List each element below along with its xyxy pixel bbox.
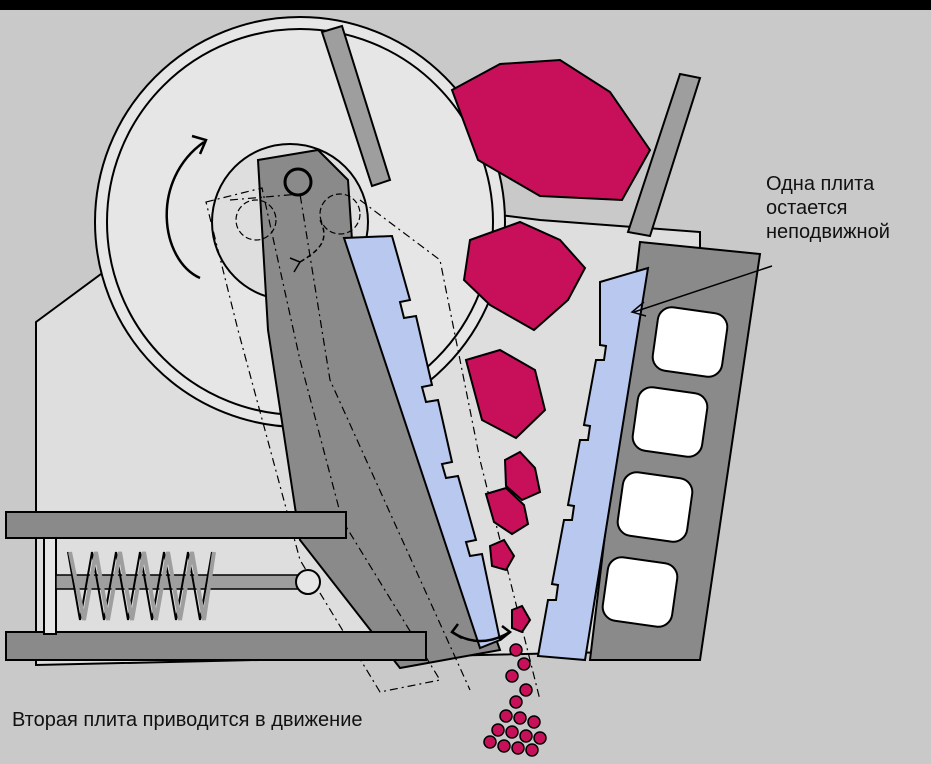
rock-small-3 (488, 538, 516, 572)
fixed-jaw-windows (601, 306, 729, 628)
left-feed-plate (320, 24, 392, 188)
rock-small-2 (484, 486, 530, 536)
eccentric-shaft (283, 167, 313, 197)
fixed-plate-caption-line-3: неподвижной (766, 221, 890, 243)
rock-small-4 (511, 604, 532, 634)
rocks (450, 58, 652, 634)
fixed-plate-caption-line-2: остается (766, 197, 848, 219)
toggle-pin (295, 569, 321, 595)
compression-spring (67, 551, 216, 621)
rock-medium-2 (464, 348, 547, 440)
fixed-plate-caption-line-1: Одна плита (766, 173, 875, 195)
moving-plate-caption: Вторая плита приводится в движение (12, 709, 363, 731)
curved-arrow-icon (165, 140, 205, 280)
crushed-gravel (483, 643, 547, 757)
tension-rod-assembly (5, 511, 427, 661)
moving-plate-liner (342, 234, 502, 650)
motion-ghost-outline (205, 187, 441, 693)
fixed-plate-caption: Одна плита остается неподвижной (766, 172, 926, 244)
right-feed-plate (626, 72, 702, 238)
fixed-plate-liner (536, 266, 650, 662)
rock-small-1 (503, 450, 542, 502)
fixed-plate-leader-line (633, 265, 773, 313)
rock-large (450, 58, 652, 202)
rock-medium-1 (462, 220, 587, 332)
top-black-bar (0, 0, 931, 10)
